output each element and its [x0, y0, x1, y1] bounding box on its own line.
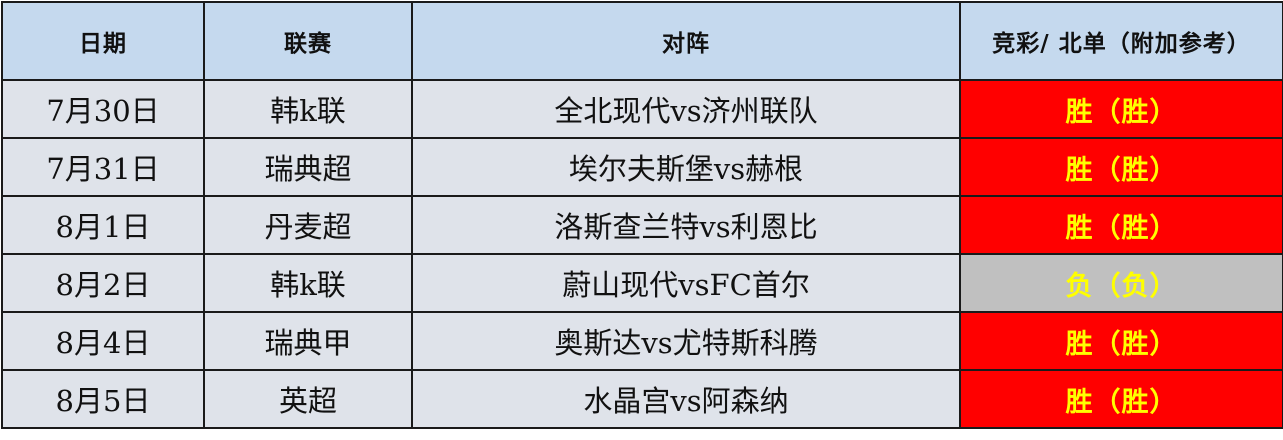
cell-result: 负（负） — [959, 253, 1283, 313]
cell-date: 8月1日 — [1, 195, 205, 255]
match-results-table: 日期 联赛 对阵 竞彩/ 北单（附加参考） 7月30日 韩k联 全北现代vs济州… — [1, 1, 1283, 429]
header-league: 联赛 — [203, 1, 413, 81]
cell-match: 奥斯达vs尤特斯科腾 — [411, 311, 961, 371]
cell-date: 7月31日 — [1, 137, 205, 197]
cell-match: 水晶宫vs阿森纳 — [411, 369, 961, 429]
header-row: 日期 联赛 对阵 竞彩/ 北单（附加参考） — [1, 1, 1283, 81]
cell-league: 瑞典超 — [203, 137, 413, 197]
table-row: 8月5日 英超 水晶宫vs阿森纳 胜（胜） — [1, 369, 1283, 429]
cell-match: 洛斯查兰特vs利恩比 — [411, 195, 961, 255]
table-row: 7月31日 瑞典超 埃尔夫斯堡vs赫根 胜（胜） — [1, 137, 1283, 197]
cell-league: 韩k联 — [203, 253, 413, 313]
cell-date: 8月5日 — [1, 369, 205, 429]
cell-result: 胜（胜） — [959, 311, 1283, 371]
cell-result: 胜（胜） — [959, 369, 1283, 429]
header-result: 竞彩/ 北单（附加参考） — [959, 1, 1283, 81]
header-date: 日期 — [1, 1, 205, 81]
table-header: 日期 联赛 对阵 竞彩/ 北单（附加参考） — [1, 1, 1283, 81]
cell-date: 8月4日 — [1, 311, 205, 371]
cell-league: 韩k联 — [203, 79, 413, 139]
cell-date: 8月2日 — [1, 253, 205, 313]
table-row: 7月30日 韩k联 全北现代vs济州联队 胜（胜） — [1, 79, 1283, 139]
cell-league: 丹麦超 — [203, 195, 413, 255]
cell-match: 全北现代vs济州联队 — [411, 79, 961, 139]
table-row: 8月2日 韩k联 蔚山现代vsFC首尔 负（负） — [1, 253, 1283, 313]
cell-result: 胜（胜） — [959, 195, 1283, 255]
cell-league: 英超 — [203, 369, 413, 429]
table-row: 8月4日 瑞典甲 奥斯达vs尤特斯科腾 胜（胜） — [1, 311, 1283, 371]
cell-result: 胜（胜） — [959, 137, 1283, 197]
table-row: 8月1日 丹麦超 洛斯查兰特vs利恩比 胜（胜） — [1, 195, 1283, 255]
cell-league: 瑞典甲 — [203, 311, 413, 371]
cell-date: 7月30日 — [1, 79, 205, 139]
header-match: 对阵 — [411, 1, 961, 81]
cell-match: 埃尔夫斯堡vs赫根 — [411, 137, 961, 197]
cell-result: 胜（胜） — [959, 79, 1283, 139]
table-body: 7月30日 韩k联 全北现代vs济州联队 胜（胜） 7月31日 瑞典超 埃尔夫斯… — [1, 79, 1283, 429]
cell-match: 蔚山现代vsFC首尔 — [411, 253, 961, 313]
